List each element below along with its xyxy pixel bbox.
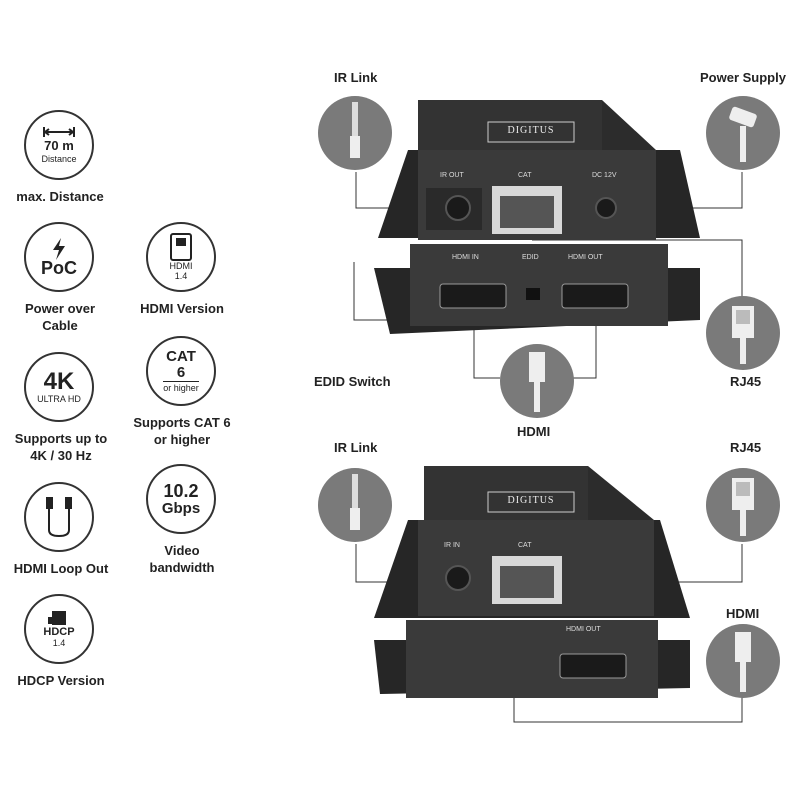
rj45-plug-icon-rx xyxy=(706,468,780,542)
poc-label: Power over Cable xyxy=(24,301,96,333)
audio-jack-icon-rx xyxy=(318,468,392,542)
hdmi-plug-icon xyxy=(170,233,192,261)
transmitter-device xyxy=(374,100,700,334)
distance-label: max. Distance xyxy=(16,189,104,204)
loop-out-label: HDMI Loop Out xyxy=(13,561,109,576)
port-cat-rx: CAT xyxy=(518,542,532,549)
audio-jack-icon xyxy=(318,96,392,170)
power-plug-icon xyxy=(706,96,780,170)
resolution-label: Supports up to 4K / 30 Hz xyxy=(14,431,108,463)
cat-value2: 6 xyxy=(176,364,186,381)
transmitter-brand: DIGITUS xyxy=(507,125,555,136)
port-ir-in: IR IN xyxy=(444,542,460,549)
poc-icon: PoC xyxy=(24,222,94,292)
hdcp-label: HDCP Version xyxy=(17,673,105,688)
hdmi-version-value: HDMI 1.4 xyxy=(169,261,193,281)
hdmi-plug-icon-tx xyxy=(500,344,574,418)
arrow-width-icon xyxy=(43,127,75,137)
hdmi-cable-icon xyxy=(46,497,72,538)
cat-label: Supports CAT 6 or higher xyxy=(133,415,231,447)
distance-icon: 70 m Distance xyxy=(24,110,94,180)
distance-value: 70 m xyxy=(44,138,74,153)
port-hdmi-in: HDMI IN xyxy=(452,254,479,261)
rj45-plug-icon-tx xyxy=(706,296,780,370)
callout-hdmi-tx: HDMI xyxy=(517,424,551,439)
port-hdmi-out-rx: HDMI OUT xyxy=(566,626,601,633)
resolution-icon: 4K ULTRA HD xyxy=(24,352,94,422)
callout-rj45-rx: RJ45 xyxy=(730,440,762,455)
distance-sub: Distance xyxy=(41,154,77,164)
document-lock-icon xyxy=(48,611,66,625)
cat-sub: or higher xyxy=(163,381,199,393)
port-ir-out: IR OUT xyxy=(440,172,464,179)
receiver-device xyxy=(374,466,690,698)
callout-hdmi-rx: HDMI xyxy=(726,606,760,621)
callout-ir-link-tx: IR Link xyxy=(334,70,378,85)
loop-out-icon xyxy=(24,482,94,552)
resolution-value: 4K xyxy=(43,368,75,395)
bandwidth-value: 10.2 xyxy=(163,481,199,501)
hdcp-value: HDCP xyxy=(43,626,75,638)
callout-rj45-tx: RJ45 xyxy=(730,374,762,389)
port-hdmi-out-tx: HDMI OUT xyxy=(568,254,603,261)
bandwidth-label: Video bandwidth xyxy=(149,543,215,575)
callout-ir-link-rx: IR Link xyxy=(334,440,378,455)
poc-value: PoC xyxy=(41,258,77,278)
bandwidth-icon: 10.2 Gbps xyxy=(146,464,216,534)
hdmi-version-icon: HDMI 1.4 xyxy=(146,222,216,292)
cat-icon: CAT 6 or higher xyxy=(146,336,216,406)
bandwidth-value2: Gbps xyxy=(161,500,201,517)
port-edid: EDID xyxy=(522,254,539,261)
receiver-brand: DIGITUS xyxy=(507,495,555,506)
lightning-icon xyxy=(53,238,65,260)
hdmi-version-label: HDMI Version xyxy=(140,301,224,316)
port-cat-tx: CAT xyxy=(518,172,532,179)
cat-value: CAT xyxy=(166,348,196,365)
hdmi-plug-icon-rx xyxy=(706,624,780,698)
callout-power-supply: Power Supply xyxy=(700,70,786,85)
hdcp-icon: HDCP 1.4 xyxy=(24,594,94,664)
port-dc: DC 12V xyxy=(592,172,617,179)
resolution-sub: ULTRA HD xyxy=(37,394,81,404)
callout-edid-switch: EDID Switch xyxy=(314,374,391,389)
hdcp-value2: 1.4 xyxy=(52,638,66,648)
